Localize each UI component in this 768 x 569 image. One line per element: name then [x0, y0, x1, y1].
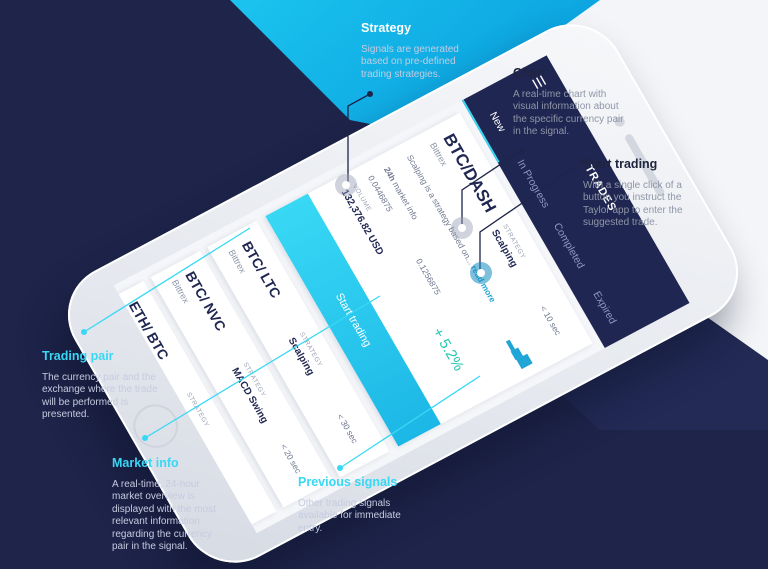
signal-time: < 20 sec	[278, 442, 304, 475]
annotation-title: Trading pair	[42, 349, 114, 363]
price-change: + 5.2%	[428, 325, 468, 374]
annotation-line: button you instruct the	[583, 192, 682, 203]
previous-signals-annotation: Previous signals Other trading signals a…	[298, 476, 448, 535]
chart-annotation: Chart A real-time chart with visual info…	[513, 67, 663, 139]
start-trading-annotation: Start trading With a single click of a b…	[583, 158, 733, 230]
annotation-line: will be performed is	[42, 396, 129, 408]
annotation-line: The currency pair and the	[42, 371, 156, 383]
annotation-line: in the signal.	[513, 126, 570, 137]
annotation-line: visual information about	[513, 101, 619, 112]
signal-time: < 10 sec	[538, 304, 564, 337]
annotation-line: based on pre-defined	[361, 56, 456, 67]
annotation-title: Start trading	[583, 157, 658, 171]
market-period: 24h	[381, 165, 399, 183]
annotation-line: A real-time chart with	[513, 88, 607, 100]
annotation-line: relevant information	[112, 516, 200, 527]
annotation-line: available for immediate	[298, 510, 401, 521]
cyan-band	[230, 0, 605, 130]
annotation-title: Chart	[513, 66, 546, 80]
annotation-line: With a single click of a	[583, 179, 682, 191]
bar-chart-icon[interactable]: ▂▄▆	[506, 334, 537, 369]
annotation-title: Market info	[112, 456, 179, 470]
annotation-line: Taylor app to enter the	[583, 204, 683, 216]
annotation-title: Previous signals	[298, 475, 398, 489]
price-high: 0.1256875	[414, 256, 443, 297]
annotation-line: market overview is	[112, 491, 195, 502]
annotation-line: suggested trade.	[583, 217, 658, 228]
annotation-line: trading strategies.	[361, 68, 441, 80]
annotation-line: the specific currency pair	[513, 113, 624, 125]
annotation-line: displayed with the most	[112, 503, 216, 515]
annotation-title: Strategy	[361, 21, 412, 35]
strategy-annotation: Strategy Signals are generated based on …	[361, 22, 511, 81]
annotation-line: Signals are generated	[361, 43, 459, 55]
signal-time: < 30 sec	[335, 412, 361, 445]
market-info-annotation: Market info A real-time, 24-hour market …	[112, 457, 262, 554]
annotation-line: pair in the signal.	[112, 541, 188, 552]
annotation-line: entry.	[298, 522, 323, 534]
annotation-line: exchange where the trade	[42, 384, 158, 395]
market-text: market info	[390, 180, 421, 222]
trading-pair-annotation: Trading pair The currency pair and the e…	[42, 350, 202, 422]
annotation-line: regarding the currency	[112, 528, 213, 540]
read-more-link[interactable]: read more	[468, 263, 499, 304]
annotation-line: presented.	[42, 409, 90, 420]
annotation-line: Other trading signals	[298, 497, 391, 509]
annotation-line: A real-time, 24-hour	[112, 478, 200, 490]
